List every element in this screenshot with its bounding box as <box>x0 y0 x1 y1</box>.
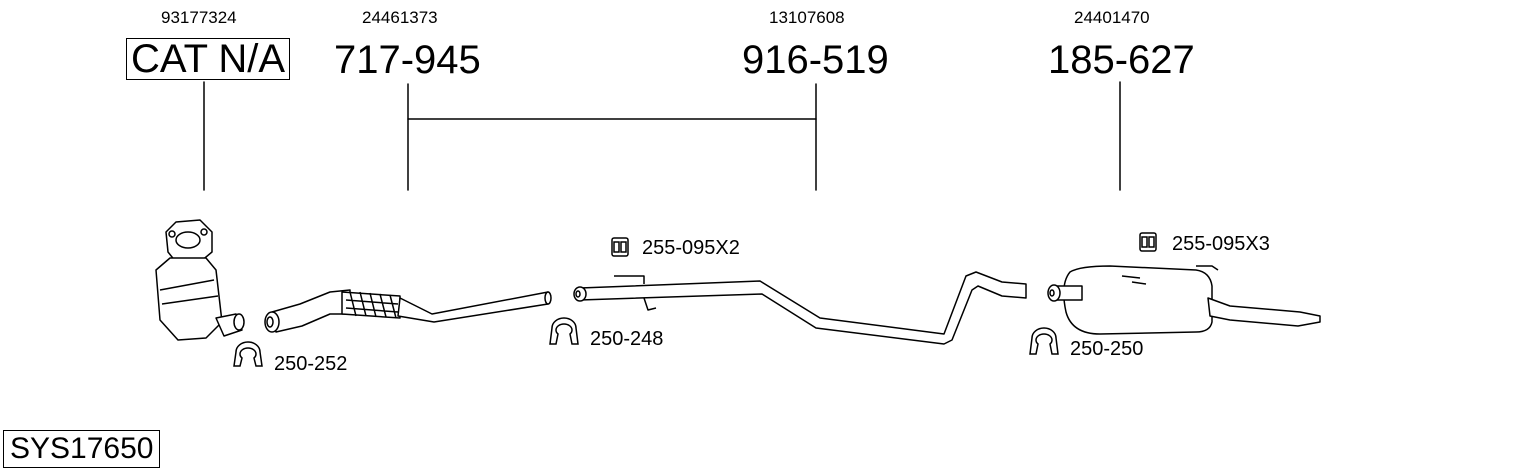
part-number-catalyst: CAT N/A <box>126 38 291 80</box>
accessory-mount-255-095x3: 255-095X3 <box>1172 233 1270 255</box>
accessory-clamp-250-248: 250-248 <box>590 328 664 350</box>
system-id-label: SYS17650 <box>3 430 161 468</box>
rear-silencer-drawing <box>1047 265 1321 335</box>
accessory-mount-255-095x2: 255-095X2 <box>642 237 740 259</box>
clamp-icon <box>233 317 1059 367</box>
accessory-clamp-250-252: 250-252 <box>274 353 348 375</box>
oem-number-middle-pipe: 13107608 <box>769 8 845 27</box>
oem-number-front-pipe: 24461373 <box>362 8 438 27</box>
accessory-clamp-250-250: 250-250 <box>1070 338 1144 360</box>
oem-number-rear-silencer: 24401470 <box>1074 8 1150 27</box>
middle-pipe-drawing <box>573 271 1027 345</box>
part-number-middle-pipe: 916-519 <box>742 38 889 82</box>
oem-number-catalyst: 93177324 <box>161 8 237 27</box>
part-number-rear-silencer: 185-627 <box>1048 38 1195 82</box>
catalyst-drawing <box>155 219 245 341</box>
front-pipe-drawing <box>264 289 552 333</box>
rubber-mount-icon <box>611 232 1157 257</box>
part-number-front-pipe: 717-945 <box>334 38 481 82</box>
